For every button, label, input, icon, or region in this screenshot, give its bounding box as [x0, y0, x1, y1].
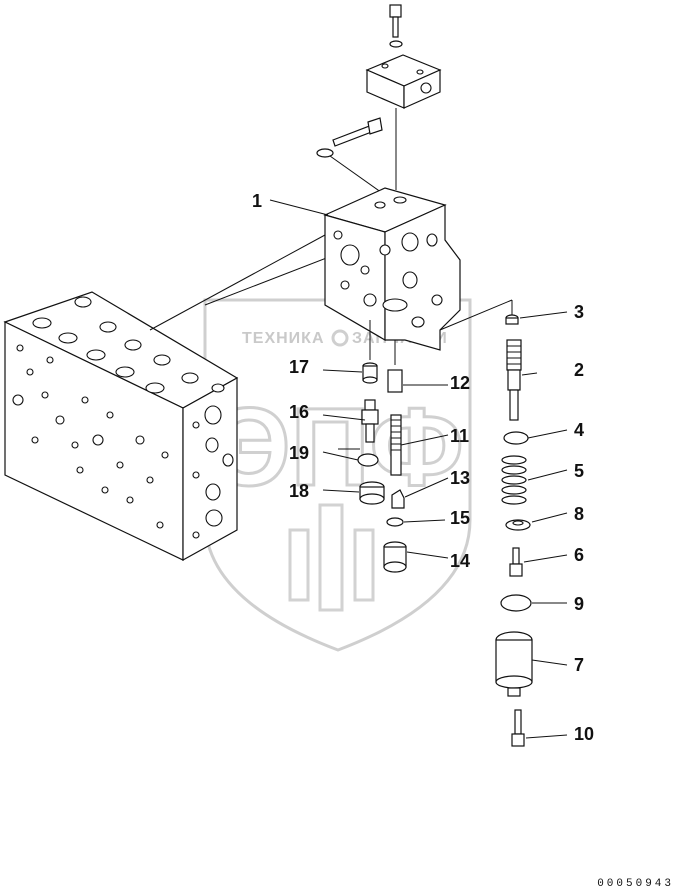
callout-8: 8: [574, 504, 584, 524]
callout-5: 5: [574, 461, 584, 481]
part-10-bolt: [511, 709, 525, 747]
watermark-line1: ТЕХНИКА: [242, 330, 325, 347]
callout-3: 3: [574, 302, 584, 322]
part-5-spring: [501, 455, 527, 505]
part-3-cap: [505, 314, 519, 325]
main-block-ports: [12, 296, 234, 539]
cover-plate: [365, 54, 442, 109]
callout-4: 4: [574, 420, 584, 440]
part-16-spool: [361, 399, 379, 443]
callout-10: 10: [574, 724, 594, 744]
part-2-spool: [506, 339, 522, 421]
callout-7: 7: [574, 655, 584, 675]
leader-lines: [269, 199, 568, 739]
part-7-cover: [495, 631, 533, 697]
part-15-o-ring: [386, 517, 404, 527]
part-17-spring-seat: [362, 362, 378, 384]
callout-15: 15: [450, 508, 470, 528]
part-18-plug: [359, 481, 385, 505]
callout-19: 19: [289, 443, 309, 463]
callout-12: 12: [450, 373, 470, 393]
part-14-plug: [383, 541, 407, 573]
drawing-code: 00050943: [597, 878, 674, 890]
callout-17: 17: [289, 357, 309, 377]
valve-section: [323, 187, 461, 351]
part-19-o-ring: [357, 453, 379, 467]
top-bolt: [389, 4, 402, 38]
callout-11: 11: [450, 426, 469, 446]
callout-2: 2: [574, 360, 584, 380]
callout-6: 6: [574, 545, 584, 565]
callout-9: 9: [574, 594, 584, 614]
part-8-retainer: [505, 519, 531, 531]
callout-1: 1: [252, 191, 262, 211]
watermark-buildings-icon: [288, 503, 375, 612]
callout-13: 13: [450, 468, 470, 488]
callout-numbers: 1 2 3 4 5 6 7 8 9 10 11 12 13 14 15 16 1…: [252, 191, 594, 744]
part-4-spring-seat: [503, 431, 529, 445]
side-washer: [316, 148, 334, 158]
part-9-o-ring: [500, 594, 532, 612]
side-bolt: [332, 117, 383, 147]
callout-18: 18: [289, 481, 309, 501]
top-washer: [389, 40, 403, 48]
part-13-poppet: [391, 489, 405, 509]
part-6-bolt: [509, 547, 523, 577]
callout-16: 16: [289, 402, 309, 422]
callout-14: 14: [450, 551, 470, 571]
main-valve-block: [3, 291, 239, 562]
gear-icon: [331, 329, 349, 347]
part-12-spring: [387, 369, 403, 393]
part-11-spool: [390, 414, 402, 476]
watermark: ТЕХНИКА ЗАПЧАСТИ ЭПФ: [203, 298, 472, 652]
